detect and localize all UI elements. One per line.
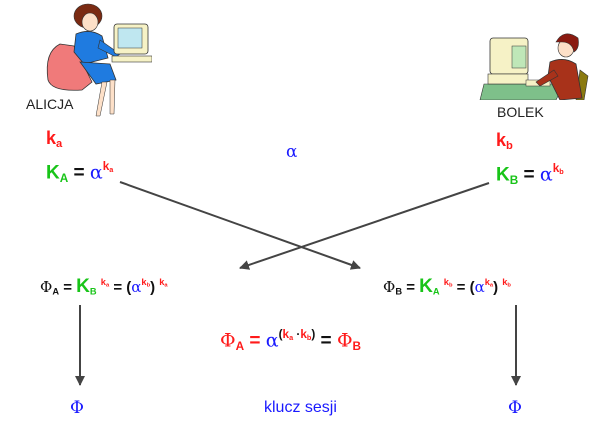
arrow-bob-to-alice [239,182,490,270]
shared-secret-equation: ΦA = α(ka ·kb) = ΦB [220,328,362,353]
bob-private-key: kb [496,130,513,153]
alice-result-phi: Φ [70,398,84,418]
alice-session-formula: ΦA = KB ka = (αkb) ka [40,276,168,297]
arrow-alice-to-bob [119,181,361,270]
session-key-label: klucz sesji [264,399,337,416]
bob-session-formula: ΦB = KA kb = (αka) kb [383,276,511,297]
bob-public-key: KB = αkb [496,162,564,187]
generator-alpha: α [286,142,298,162]
alice-private-key: ka [46,128,63,151]
bob-name: BOLEK [497,104,544,120]
alice-public-key: KA = αka [46,160,114,185]
alice-illustration [46,3,152,117]
bob-illustration [479,33,589,100]
alice-name: ALICJA [26,96,74,112]
bob-result-phi: Φ [508,398,522,418]
